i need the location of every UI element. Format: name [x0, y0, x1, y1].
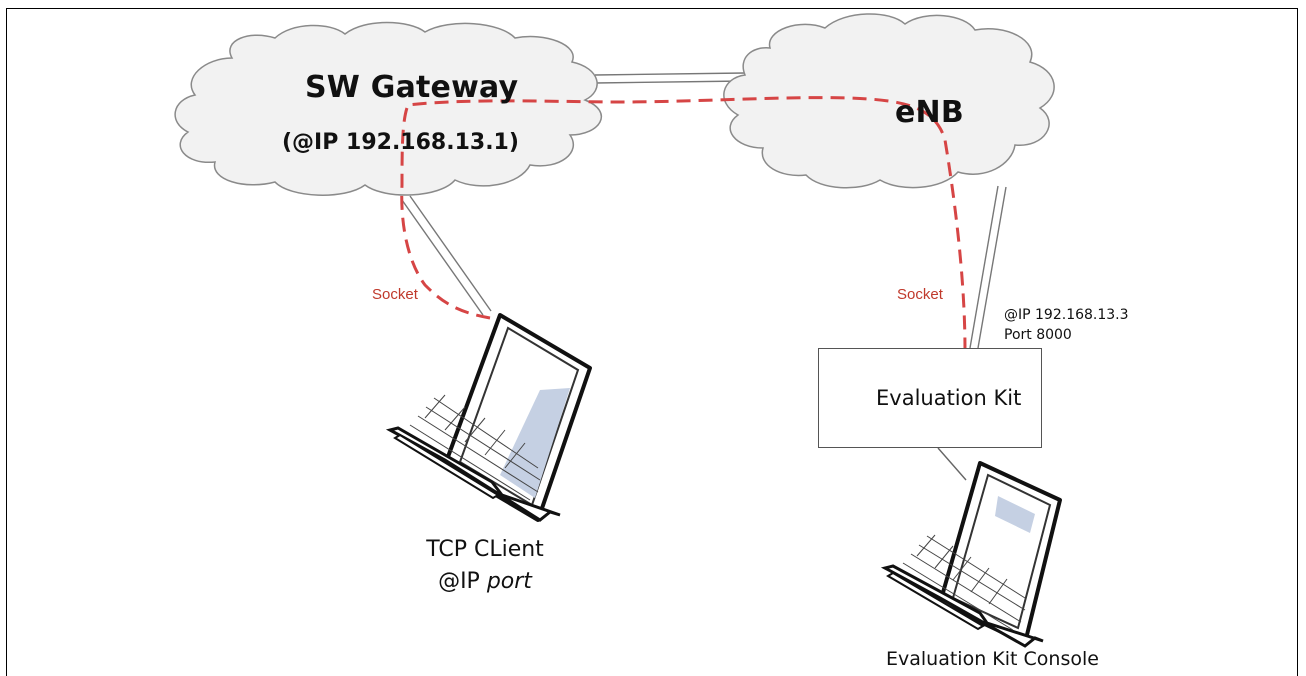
diagram-frame — [6, 8, 1298, 676]
gateway-client-link — [401, 195, 492, 316]
tcp-client-label: TCP CLient @IP port — [410, 534, 560, 598]
gateway-enb-link — [594, 72, 746, 84]
enb-kit-link — [969, 185, 1007, 349]
tcp-client-title: TCP CLient — [426, 537, 544, 562]
kit-socket-label: Socket — [897, 286, 943, 303]
enb-name: eNB — [895, 95, 964, 130]
tcp-client-ip-prefix: @IP — [438, 569, 487, 594]
kit-port-label: Port 8000 — [1004, 327, 1072, 343]
socket-path-client — [400, 96, 967, 351]
enb-cloud-icon — [723, 13, 1055, 189]
evaluation-kit-box — [818, 348, 1042, 448]
evaluation-kit-label: Evaluation Kit — [876, 386, 1022, 410]
kit-console-link — [937, 447, 967, 481]
tcp-client-port: port — [486, 569, 532, 594]
console-laptop-icon — [880, 461, 1062, 648]
client-laptop-icon — [385, 313, 592, 522]
gateway-name: SW Gateway — [305, 70, 519, 105]
gateway-cloud-icon — [174, 21, 603, 196]
gateway-ip: (@IP 192.168.13.1) — [282, 130, 519, 155]
console-label: Evaluation Kit Console — [886, 648, 1099, 670]
kit-ip-label: @IP 192.168.13.3 — [1004, 307, 1129, 323]
tcp-client-address: @IP port — [410, 566, 560, 598]
client-socket-label: Socket — [372, 286, 418, 303]
